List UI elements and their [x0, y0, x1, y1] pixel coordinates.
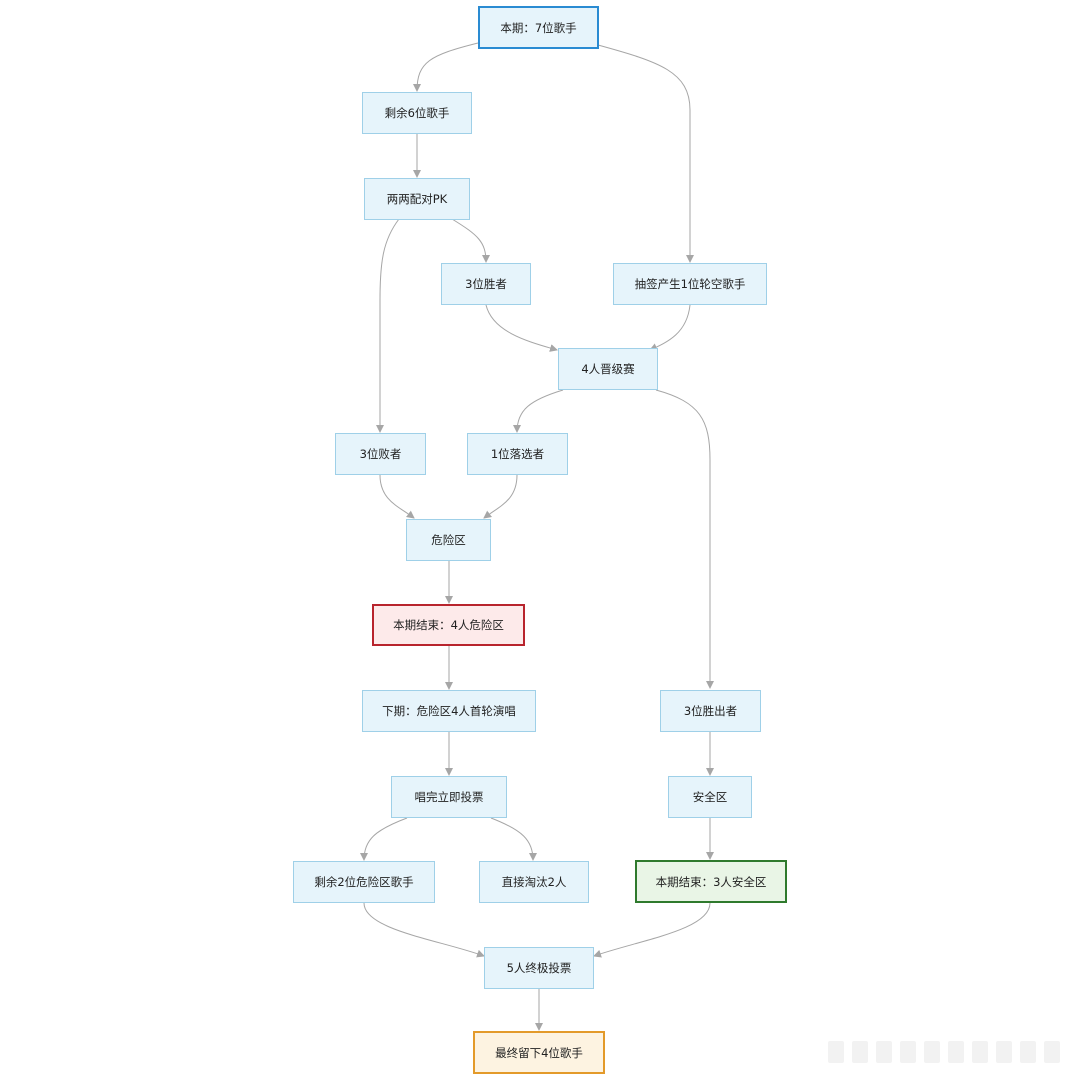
edge-endsafe-finalvote — [593, 902, 711, 958]
node-end-danger: 本期结束：4人危险区 — [372, 604, 525, 646]
edge-promo4-win3out — [655, 389, 714, 689]
node-winners3-label: 3位胜者 — [465, 277, 507, 291]
node-bye: 抽签产生1位轮空歌手 — [613, 263, 767, 305]
watermark-placeholder — [828, 1037, 1068, 1069]
node-vote-after: 唱完立即投票 — [391, 776, 507, 818]
node-direct-out-label: 直接淘汰2人 — [501, 875, 567, 889]
node-next-period-label: 下期：危险区4人首轮演唱 — [382, 704, 516, 718]
node-final4: 最终留下4位歌手 — [473, 1031, 605, 1074]
node-final4-label: 最终留下4位歌手 — [495, 1045, 583, 1060]
node-direct-out: 直接淘汰2人 — [479, 861, 589, 903]
edge-pairpk-winners3 — [451, 218, 490, 263]
node-end-safe-label: 本期结束：3人安全区 — [655, 874, 767, 889]
edge-bye-promo4 — [649, 304, 691, 351]
node-remaining6-label: 剩余6位歌手 — [384, 106, 450, 120]
node-danger-zone: 危险区 — [406, 519, 491, 561]
node-safe-zone-label: 安全区 — [692, 790, 728, 804]
node-remaining6: 剩余6位歌手 — [362, 92, 472, 134]
node-vote-after-label: 唱完立即投票 — [414, 790, 484, 804]
edge-pairpk-losers3 — [376, 218, 400, 433]
node-remaining2-label: 剩余2位危险区歌手 — [314, 875, 414, 889]
edge-eliminated1-danger — [483, 474, 518, 519]
node-eliminated1-label: 1位落选者 — [490, 447, 545, 461]
node-promo4-label: 4人晋级赛 — [581, 362, 635, 376]
edge-losers3-danger — [379, 474, 415, 519]
node-pair-pk-label: 两两配对PK — [386, 192, 448, 206]
edge-winners3-promo4 — [485, 304, 558, 352]
node-bye-label: 抽签产生1位轮空歌手 — [634, 277, 746, 291]
node-remaining2: 剩余2位危险区歌手 — [293, 861, 435, 903]
edge-start-bye — [597, 44, 694, 263]
node-safe-zone: 安全区 — [668, 776, 752, 818]
node-win3-out: 3位胜出者 — [660, 690, 761, 732]
edge-vote-remaining2 — [360, 817, 408, 861]
edge-remaining2-finalvote — [363, 902, 485, 958]
edge-vote-directout — [490, 817, 537, 861]
node-losers3-label: 3位败者 — [359, 447, 402, 461]
node-pair-pk: 两两配对PK — [364, 178, 470, 220]
edge-start-remaining6 — [413, 42, 479, 92]
node-final-vote5-label: 5人终极投票 — [506, 961, 572, 975]
node-end-safe: 本期结束：3人安全区 — [635, 860, 787, 903]
node-start-label: 本期：7位歌手 — [500, 20, 577, 35]
node-start: 本期：7位歌手 — [478, 6, 599, 49]
node-next-period: 下期：危险区4人首轮演唱 — [362, 690, 536, 732]
node-final-vote5: 5人终极投票 — [484, 947, 594, 989]
node-losers3: 3位败者 — [335, 433, 426, 475]
node-winners3: 3位胜者 — [441, 263, 531, 305]
node-danger-zone-label: 危险区 — [431, 533, 466, 547]
edge-promo4-eliminated1 — [513, 389, 564, 433]
node-promo4: 4人晋级赛 — [558, 348, 658, 390]
node-eliminated1: 1位落选者 — [467, 433, 568, 475]
node-win3-out-label: 3位胜出者 — [683, 704, 738, 718]
node-end-danger-label: 本期结束：4人危险区 — [393, 618, 504, 632]
